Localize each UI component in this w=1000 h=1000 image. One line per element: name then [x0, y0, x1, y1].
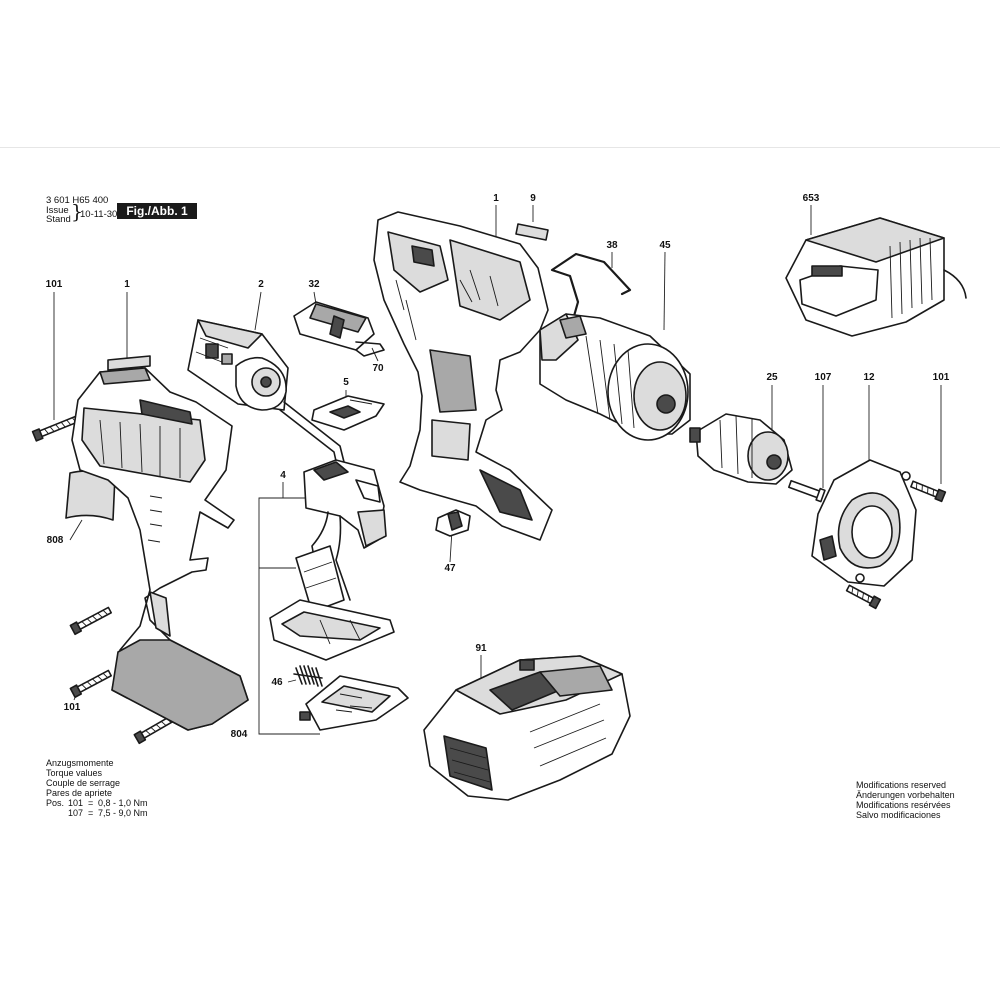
torque-heading-en: Torque values	[46, 768, 103, 778]
charger-653	[785, 217, 967, 337]
stand-label: Stand	[46, 214, 71, 225]
battery-pack-91	[423, 655, 631, 801]
chuck-25	[689, 413, 793, 485]
torque-pos-prefix: Pos.	[46, 798, 65, 808]
torque-heading-es: Pares de apriete	[46, 788, 113, 798]
callout-25: 25	[766, 372, 778, 383]
torque-eq-107: =	[88, 808, 94, 818]
housing-half-left	[71, 355, 249, 731]
issue-label: Issue	[46, 205, 69, 216]
torque-eq-101: =	[88, 798, 94, 808]
callout-804: 804	[230, 729, 248, 740]
screw-107	[788, 479, 826, 503]
callout-101-right: 101	[932, 372, 950, 383]
torque-value-101: 0,8 - 1,0 Nm	[98, 798, 148, 808]
issue-date: 10-11-30	[80, 209, 118, 220]
callout-808: 808	[46, 535, 64, 546]
screw-101-left-low	[69, 669, 112, 699]
motor	[187, 319, 347, 471]
callout-47: 47	[444, 563, 456, 574]
modifications-fr: Modifications resérvées	[856, 800, 951, 810]
screw-101-left-bottom	[133, 714, 176, 745]
part-47	[435, 509, 471, 537]
leader-45	[663, 251, 666, 331]
screw-101-right-bottom	[845, 584, 882, 610]
callout-107: 107	[814, 372, 832, 383]
callout-5: 5	[343, 377, 349, 388]
leader-808	[69, 519, 83, 541]
contact-plate-804	[299, 675, 409, 731]
callout-2: 2	[258, 279, 264, 290]
callout-653: 653	[802, 193, 820, 204]
document-number: 3 601 H65 400	[46, 195, 109, 206]
callout-9: 9	[530, 193, 536, 204]
modifications-notice: Modifications reserved Änderungen vorbeh…	[856, 780, 955, 820]
torque-value-107: 7,5 - 9,0 Nm	[98, 808, 148, 818]
leader-70	[371, 347, 379, 362]
screw-101-left-mid	[69, 606, 112, 636]
callout-101-bottom: 101	[63, 702, 81, 713]
torque-pos-101: 101	[68, 798, 84, 808]
callout-1: 1	[124, 279, 130, 290]
callout-38: 38	[606, 240, 618, 251]
torque-pos-107: 107	[68, 808, 84, 818]
switch-cover-5	[311, 395, 385, 431]
callout-32: 32	[308, 279, 320, 290]
modifications-en: Modifications reserved	[856, 780, 947, 790]
callout-45: 45	[659, 240, 671, 251]
torque-notes: Anzugsmomente Torque values Couple de se…	[46, 758, 148, 818]
callout-70: 70	[372, 363, 384, 374]
callout-101: 101	[45, 279, 63, 290]
gearbox-45	[539, 313, 691, 441]
spring-clip-38	[550, 252, 632, 318]
header-brace: }	[71, 201, 84, 223]
housing-half-right	[373, 211, 553, 541]
switch-slider-32	[293, 301, 385, 357]
electronics-module	[269, 459, 395, 661]
torque-heading-de: Anzugsmomente	[46, 758, 114, 768]
torque-row-101: Pos. 101 = 0,8 - 1,0 Nm	[46, 798, 148, 808]
callout-12: 12	[863, 372, 875, 383]
spring-46	[293, 665, 323, 687]
modifications-es: Salvo modificaciones	[856, 810, 941, 820]
torque-row-107: 107 = 7,5 - 9,0 Nm	[46, 808, 148, 818]
callout-46: 46	[271, 677, 283, 688]
modifications-de: Änderungen vorbehalten	[856, 790, 955, 800]
callout-91: 91	[475, 643, 487, 654]
gear-housing-flange-12	[811, 459, 917, 587]
label-9-plate	[515, 223, 549, 241]
callout-1-center: 1	[493, 193, 499, 204]
screw-101-right-top	[910, 480, 947, 503]
leader-46	[287, 679, 297, 683]
torque-heading-fr: Couple de serrage	[46, 778, 121, 788]
top-divider	[0, 147, 1000, 148]
figure-label: Fig./Abb. 1	[117, 203, 197, 219]
callout-4: 4	[280, 470, 286, 481]
leader-2	[254, 291, 262, 331]
